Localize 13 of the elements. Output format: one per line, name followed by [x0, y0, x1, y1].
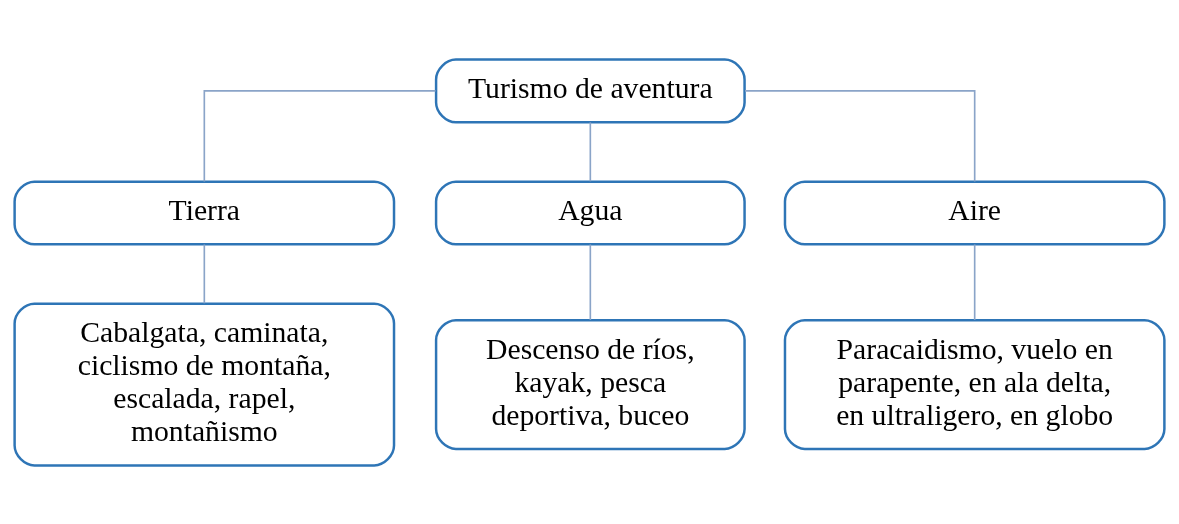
node-box: Aire: [783, 179, 1166, 246]
connector: [203, 89, 437, 182]
connector: [203, 243, 206, 304]
node-box: Descenso de ríos, kayak, pesca deportiva, buceo: [434, 318, 746, 450]
node-box: Agua: [434, 179, 746, 246]
connector: [973, 243, 976, 321]
connector: [744, 89, 976, 182]
connector: [589, 243, 592, 321]
connector: [589, 121, 592, 182]
node-box: Paracaidismo, vuelo en parapente, en ala delta, en ultraligero, en globo: [783, 318, 1166, 450]
node-box: Turismo de aventura: [434, 57, 746, 123]
node-box: Tierra: [13, 179, 396, 246]
node-box: Cabalgata, caminata, ciclismo de montaña, escalada, rapel, montañismo: [13, 302, 396, 467]
